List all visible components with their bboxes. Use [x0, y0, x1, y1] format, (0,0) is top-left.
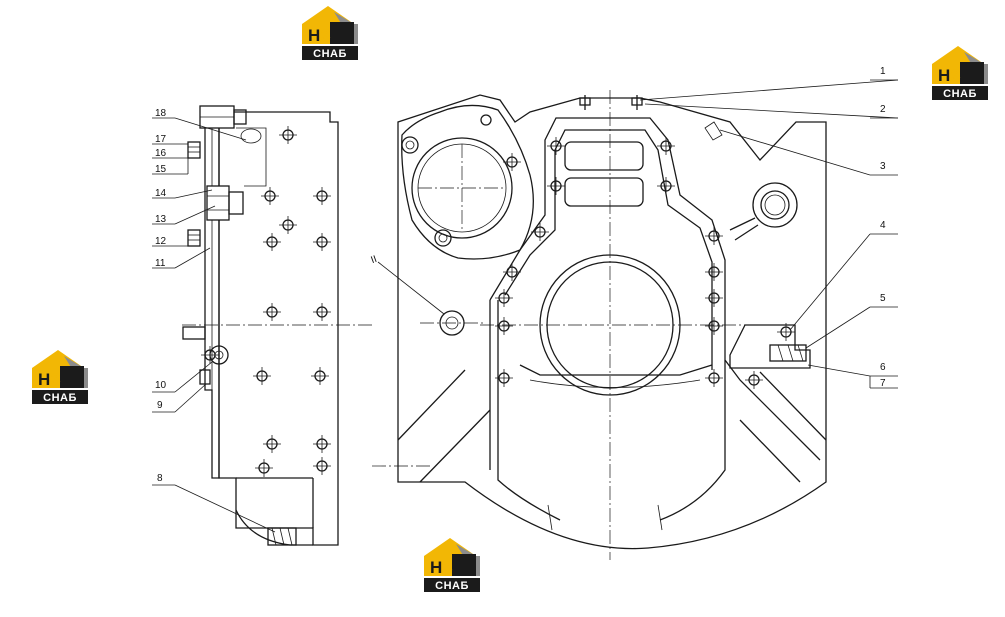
- bolt-hole: [263, 435, 281, 453]
- svg-text:СНАБ: СНАБ: [43, 392, 77, 404]
- snab-logo: НЗ СНАБ: [32, 350, 88, 404]
- snab-logo: НЗ СНАБ: [932, 46, 988, 100]
- snab-logo: НЗ СНАБ: [424, 538, 480, 592]
- leader-lines: [152, 79, 899, 533]
- watermark-logos: НЗ СНАБ НЗ СНАБ НЗ СНАБ НЗ СНАБ: [32, 6, 988, 592]
- svg-text:СНАБ: СНАБ: [943, 88, 977, 100]
- callout-16: 16: [155, 148, 167, 159]
- callout-18: 18: [155, 108, 167, 119]
- bolt-hole: [201, 346, 219, 364]
- bolt-hole: [705, 369, 723, 387]
- bolt-hole: [495, 317, 513, 335]
- callout-ii: II: [370, 254, 379, 266]
- bolt-hole: [547, 177, 565, 195]
- bolt-hole: [531, 223, 549, 241]
- callout-2: 2: [880, 104, 886, 115]
- callout-5: 5: [880, 293, 886, 304]
- bolt-hole: [313, 435, 331, 453]
- bolt-hole: [657, 177, 675, 195]
- bolt-hole: [255, 459, 273, 477]
- callout-10: 10: [155, 380, 167, 391]
- callout-6: 6: [880, 362, 886, 373]
- svg-text:НЗ: НЗ: [430, 558, 453, 577]
- bolt-hole: [263, 303, 281, 321]
- svg-text:НЗ: НЗ: [38, 370, 61, 389]
- bolt-hole: [279, 216, 297, 234]
- bolt-hole: [313, 303, 331, 321]
- callout-9: 9: [157, 400, 163, 411]
- bolt-hole: [495, 369, 513, 387]
- bolt-hole: [705, 227, 723, 245]
- callout-11: 11: [155, 258, 166, 269]
- bolt-hole: [311, 367, 329, 385]
- front-view-holes: [495, 137, 795, 389]
- callout-13: 13: [155, 214, 167, 225]
- side-view-holes: [201, 126, 331, 477]
- bolt-hole: [657, 137, 675, 155]
- bolt-hole: [705, 289, 723, 307]
- svg-text:СНАБ: СНАБ: [435, 580, 469, 592]
- bolt-hole: [745, 371, 763, 389]
- bolt-hole: [253, 367, 271, 385]
- bolt-hole: [705, 263, 723, 281]
- bolt-hole: [503, 263, 521, 281]
- bolt-hole: [547, 137, 565, 155]
- bolt-hole: [279, 126, 297, 144]
- front-view: [397, 94, 827, 550]
- bolt-hole: [705, 317, 723, 335]
- bolt-hole: [313, 233, 331, 251]
- callout-1: 1: [880, 66, 886, 77]
- bolt-hole: [777, 323, 795, 341]
- callout-labels: 1 2 3 4 5 6 7 8 9 10 11 12 13 14 15 16 1…: [155, 66, 886, 484]
- bolt-hole: [313, 187, 331, 205]
- bolt-hole: [313, 457, 331, 475]
- callout-14: 14: [155, 188, 167, 199]
- callout-3: 3: [880, 161, 886, 172]
- callout-8: 8: [157, 473, 163, 484]
- svg-text:НЗ: НЗ: [938, 66, 961, 85]
- svg-text:СНАБ: СНАБ: [313, 48, 347, 60]
- bolt-hole: [261, 187, 279, 205]
- callout-15: 15: [155, 164, 167, 175]
- bolt-hole: [503, 153, 521, 171]
- callout-4: 4: [880, 220, 886, 231]
- side-view: [182, 105, 339, 546]
- bolt-hole: [495, 289, 513, 307]
- callout-12: 12: [155, 236, 167, 247]
- callout-7: 7: [880, 378, 886, 389]
- snab-logo: НЗ СНАБ: [302, 6, 358, 60]
- svg-text:НЗ: НЗ: [308, 26, 331, 45]
- callout-17: 17: [155, 134, 167, 145]
- bolt-hole: [263, 233, 281, 251]
